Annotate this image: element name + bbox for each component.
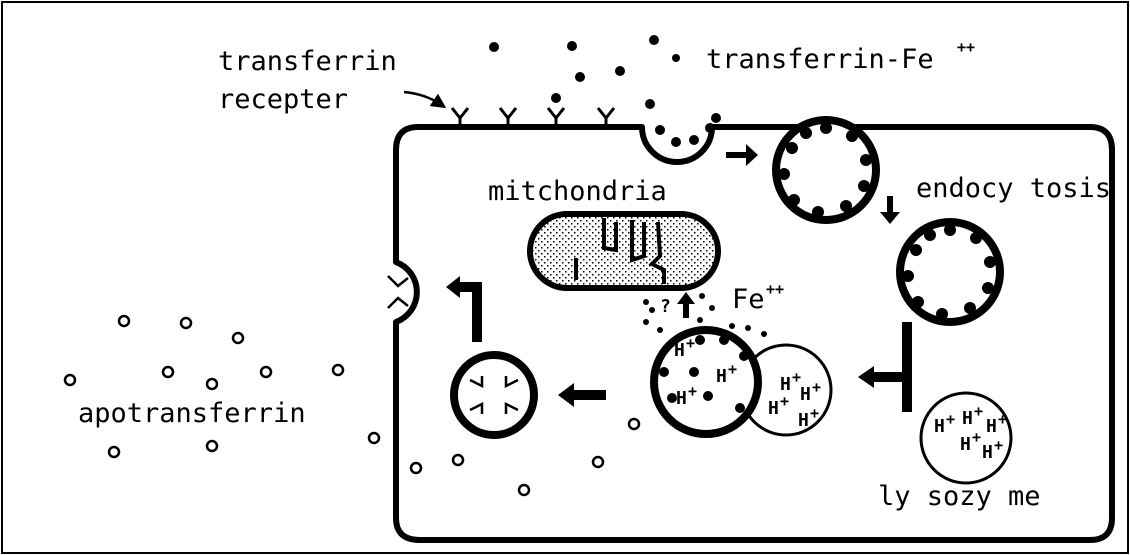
receptor bbox=[452, 108, 468, 126]
endosome-vesicle-2 bbox=[900, 222, 1000, 322]
svg-text:H: H bbox=[986, 416, 997, 437]
svg-text:H: H bbox=[982, 442, 993, 463]
transferrin-fe-label: transferrin-Fe bbox=[706, 44, 934, 75]
recycling-vesicle bbox=[454, 355, 534, 435]
receptor-group bbox=[452, 108, 614, 126]
transferrin-receptor-label-line1: transferrin bbox=[218, 46, 397, 77]
svg-text:H: H bbox=[800, 384, 811, 405]
fusion-arrow bbox=[858, 322, 912, 412]
free-transferrin-fe-dots bbox=[489, 35, 680, 82]
arrow-down-to-vesicle bbox=[880, 196, 900, 224]
svg-text:+: + bbox=[998, 410, 1007, 428]
svg-text:H: H bbox=[676, 388, 687, 409]
arrow-to-recycling-vesicle bbox=[558, 383, 606, 407]
endosome-vesicle-1 bbox=[776, 120, 876, 220]
transferrin-receptor-label-line2: recepter bbox=[218, 84, 348, 115]
svg-text:H: H bbox=[716, 366, 727, 387]
exocytosis-receptors bbox=[388, 276, 408, 308]
svg-text:+: + bbox=[780, 392, 789, 410]
svg-text:H: H bbox=[960, 434, 971, 455]
svg-text:+: + bbox=[994, 436, 1003, 454]
receptor bbox=[598, 108, 614, 126]
question-mark: ? bbox=[660, 296, 671, 317]
arrow-up-to-mitochondria bbox=[677, 292, 695, 318]
arrow-to-exocytosis bbox=[446, 276, 482, 342]
svg-text:+: + bbox=[686, 334, 695, 352]
endocytosis-label: endocy tosis bbox=[916, 173, 1111, 204]
svg-text:H: H bbox=[934, 416, 945, 437]
arrow-to-vesicle bbox=[726, 144, 758, 166]
svg-text:+: + bbox=[812, 378, 821, 396]
bound-transferrin-fe bbox=[551, 93, 721, 147]
mitochondria-label: mitchondria bbox=[488, 176, 667, 207]
receptor-pointer-arrow bbox=[404, 92, 440, 104]
receptor bbox=[548, 108, 564, 126]
svg-text:+: + bbox=[972, 428, 981, 446]
receptor bbox=[500, 108, 516, 126]
lysozyme-label: ly sozy me bbox=[878, 481, 1041, 512]
apotransferrin-label: apotransferrin bbox=[78, 398, 306, 429]
svg-text:H: H bbox=[798, 410, 809, 431]
svg-text:+: + bbox=[688, 382, 697, 400]
svg-text:+: + bbox=[974, 402, 983, 420]
fe-charge: ++ bbox=[766, 280, 784, 298]
transferrin-fe-charge: ++ bbox=[957, 38, 975, 56]
svg-text:H: H bbox=[768, 398, 779, 419]
fe-label: Fe bbox=[732, 284, 765, 315]
svg-text:H: H bbox=[962, 408, 973, 429]
svg-text:+: + bbox=[810, 404, 819, 422]
svg-text:+: + bbox=[728, 360, 737, 378]
svg-text:H: H bbox=[674, 340, 685, 361]
mitochondria bbox=[530, 214, 718, 288]
svg-text:+: + bbox=[946, 410, 955, 428]
